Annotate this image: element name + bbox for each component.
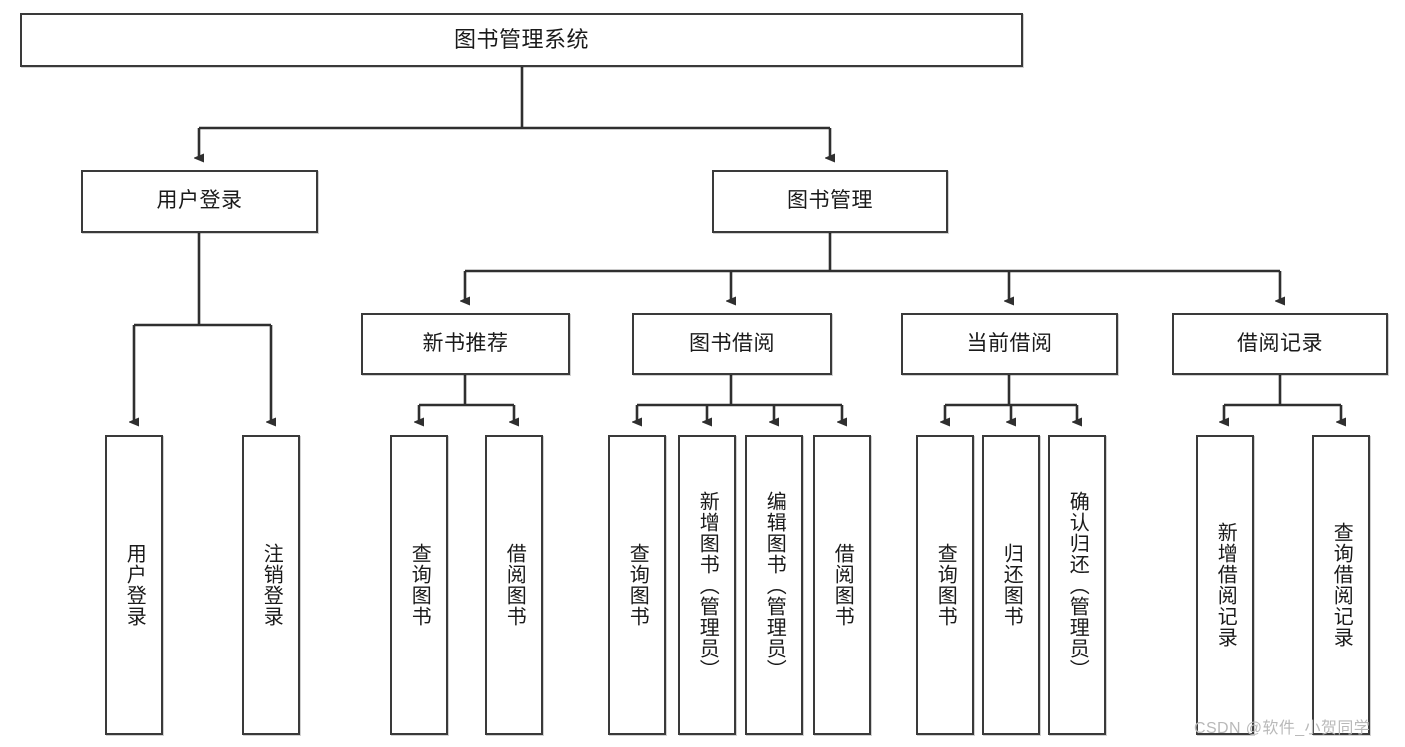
node-borrow-record[interactable]: 借阅记录	[1172, 313, 1388, 375]
leaf-borrow-record-query-label: 查询借阅记录	[1330, 522, 1353, 648]
leaf-book-borrow-query[interactable]: 查询图书	[608, 435, 666, 735]
leaf-book-borrow-edit[interactable]: 编辑图书（管理员）	[745, 435, 803, 735]
node-current-borrow-label: 当前借阅	[966, 331, 1053, 355]
leaf-borrow-record-add-label: 新增借阅记录	[1214, 522, 1237, 648]
leaf-borrow-record-query[interactable]: 查询借阅记录	[1312, 435, 1370, 735]
watermark-text: CSDN @软件_小贺同学	[1194, 720, 1371, 737]
leaf-current-borrow-query-label: 查询图书	[934, 543, 957, 627]
node-current-borrow[interactable]: 当前借阅	[901, 313, 1118, 375]
leaf-book-borrow-query-label: 查询图书	[626, 543, 649, 627]
node-borrow-record-label: 借阅记录	[1237, 331, 1323, 355]
leaf-book-borrow-edit-label: 编辑图书（管理员）	[763, 490, 786, 680]
node-root[interactable]: 图书管理系统	[20, 13, 1023, 67]
leaf-borrow-record-add[interactable]: 新增借阅记录	[1196, 435, 1254, 735]
leaf-user-login-login-label: 用户登录	[123, 543, 146, 627]
node-new-book-recommend-label: 新书推荐	[422, 331, 509, 355]
leaf-current-borrow-confirm-label: 确认归还（管理员）	[1066, 490, 1089, 680]
leaf-current-borrow-confirm[interactable]: 确认归还（管理员）	[1048, 435, 1106, 735]
leaf-user-login-login[interactable]: 用户登录	[105, 435, 163, 735]
leaf-user-login-logout[interactable]: 注销登录	[242, 435, 300, 735]
node-user-login-label: 用户登录	[156, 189, 243, 213]
node-user-login[interactable]: 用户登录	[81, 170, 318, 233]
leaf-new-book-query[interactable]: 查询图书	[390, 435, 448, 735]
leaf-current-borrow-return-label: 归还图书	[1000, 543, 1023, 627]
leaf-book-borrow-add[interactable]: 新增图书（管理员）	[678, 435, 736, 735]
leaf-user-login-logout-label: 注销登录	[260, 543, 283, 627]
leaf-new-book-borrow-label: 借阅图书	[503, 543, 526, 627]
node-book-management-label: 图书管理	[787, 189, 873, 213]
node-root-label: 图书管理系统	[453, 27, 589, 53]
node-book-management[interactable]: 图书管理	[712, 170, 948, 233]
leaf-book-borrow-borrow[interactable]: 借阅图书	[813, 435, 871, 735]
leaf-book-borrow-borrow-label: 借阅图书	[831, 543, 854, 627]
node-book-borrow-label: 图书借阅	[689, 331, 775, 355]
leaf-current-borrow-query[interactable]: 查询图书	[916, 435, 974, 735]
leaf-book-borrow-add-label: 新增图书（管理员）	[696, 490, 719, 680]
node-book-borrow[interactable]: 图书借阅	[632, 313, 832, 375]
leaf-new-book-query-label: 查询图书	[408, 543, 431, 627]
node-new-book-recommend[interactable]: 新书推荐	[361, 313, 570, 375]
leaf-current-borrow-return[interactable]: 归还图书	[982, 435, 1040, 735]
leaf-new-book-borrow[interactable]: 借阅图书	[485, 435, 543, 735]
